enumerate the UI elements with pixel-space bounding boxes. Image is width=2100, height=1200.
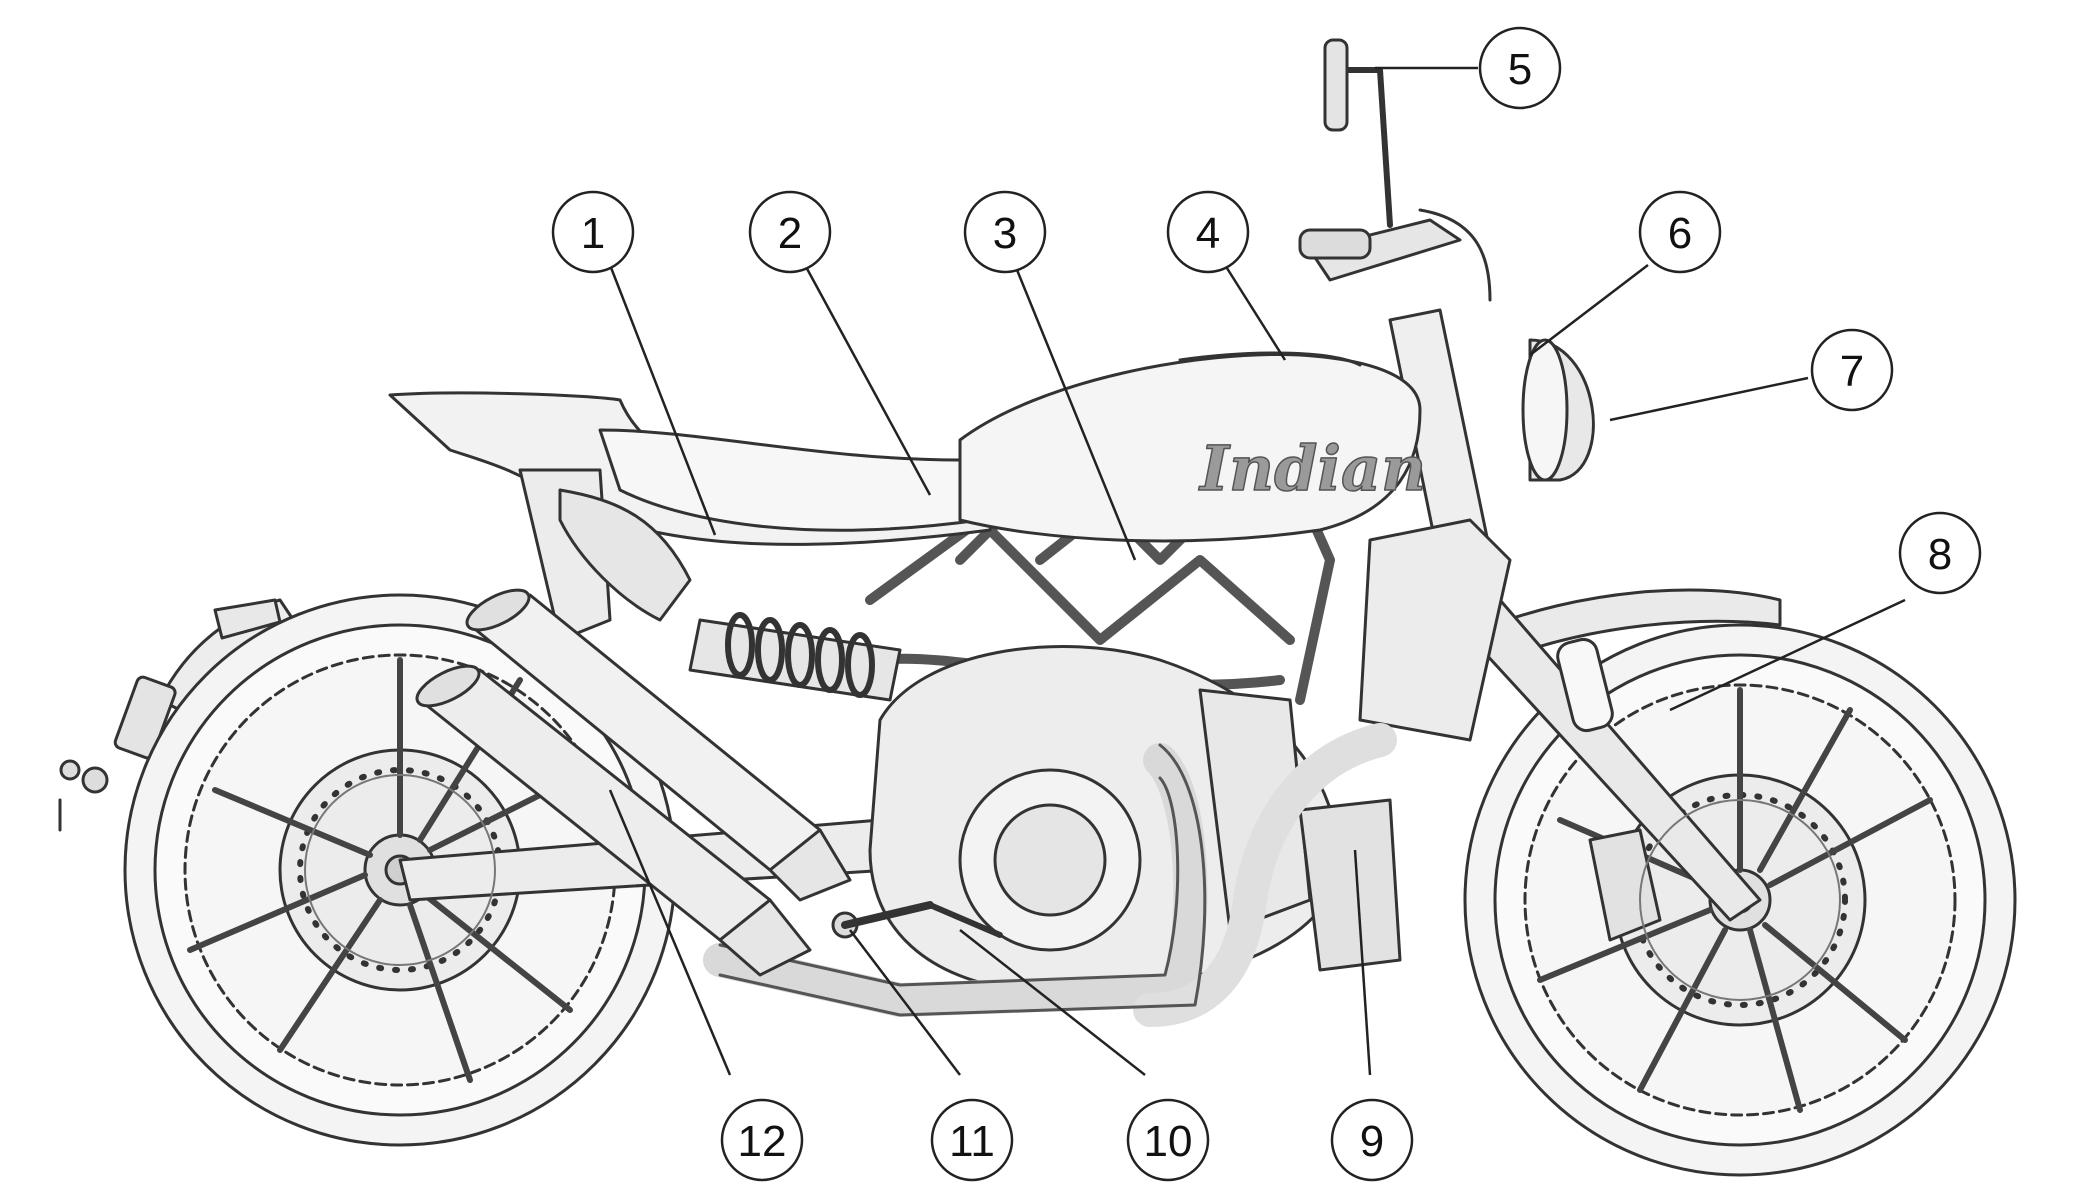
svg-text:3: 3 — [993, 209, 1017, 258]
svg-text:12: 12 — [738, 1117, 787, 1166]
leader-line-1 — [608, 264, 717, 536]
svg-text:1: 1 — [581, 209, 605, 258]
svg-text:11: 11 — [949, 1117, 995, 1166]
callout-7: 7 — [1810, 328, 1894, 412]
svg-text:10: 10 — [1144, 1117, 1193, 1166]
callout-8: 8 — [1898, 511, 1982, 595]
callout-2: 2 — [748, 190, 832, 274]
rear-shock — [688, 612, 902, 702]
callout-11: 11 — [930, 1098, 1014, 1182]
leader-line-7 — [1609, 376, 1809, 422]
leader-line-10 — [959, 929, 1146, 1076]
fuel-tank — [958, 353, 1422, 543]
leader-lines — [608, 66, 1906, 1076]
callout-9: 9 — [1330, 1098, 1414, 1182]
leader-line-2 — [803, 264, 932, 496]
callout-12: 12 — [720, 1098, 804, 1182]
brand-mark: Indian — [1198, 432, 1426, 505]
leader-line-11 — [849, 929, 961, 1076]
leader-line-4 — [1223, 264, 1287, 361]
callout-10: 10 — [1126, 1098, 1210, 1182]
svg-text:7: 7 — [1840, 347, 1864, 396]
callout-1: 1 — [551, 190, 635, 274]
leader-line-9 — [1353, 849, 1372, 1076]
callout-5: 5 — [1478, 26, 1562, 110]
callouts: 1 2 3 4 5 6 7 8 — [551, 26, 1982, 1182]
leader-line-8 — [1669, 598, 1906, 712]
mufflers — [415, 588, 852, 977]
engine — [868, 645, 1402, 993]
callout-6: 6 — [1638, 190, 1722, 274]
callout-4: 4 — [1166, 190, 1250, 274]
callout-3: 3 — [963, 190, 1047, 274]
motorcycle-illustration: Indian — [58, 38, 2017, 1177]
leader-line-6 — [1529, 264, 1649, 356]
svg-text:5: 5 — [1508, 45, 1532, 94]
handlebar — [1298, 38, 1492, 302]
leader-line-12 — [608, 789, 732, 1076]
svg-text:6: 6 — [1668, 209, 1692, 258]
svg-text:4: 4 — [1196, 209, 1220, 258]
svg-text:9: 9 — [1360, 1117, 1384, 1166]
radiator — [1358, 518, 1512, 742]
svg-text:8: 8 — [1928, 530, 1952, 579]
svg-text:2: 2 — [778, 209, 802, 258]
seat-and-tail — [388, 391, 1002, 642]
front-fender — [1478, 588, 1782, 662]
headlight — [1521, 338, 1595, 482]
leader-line-3 — [1013, 264, 1137, 561]
